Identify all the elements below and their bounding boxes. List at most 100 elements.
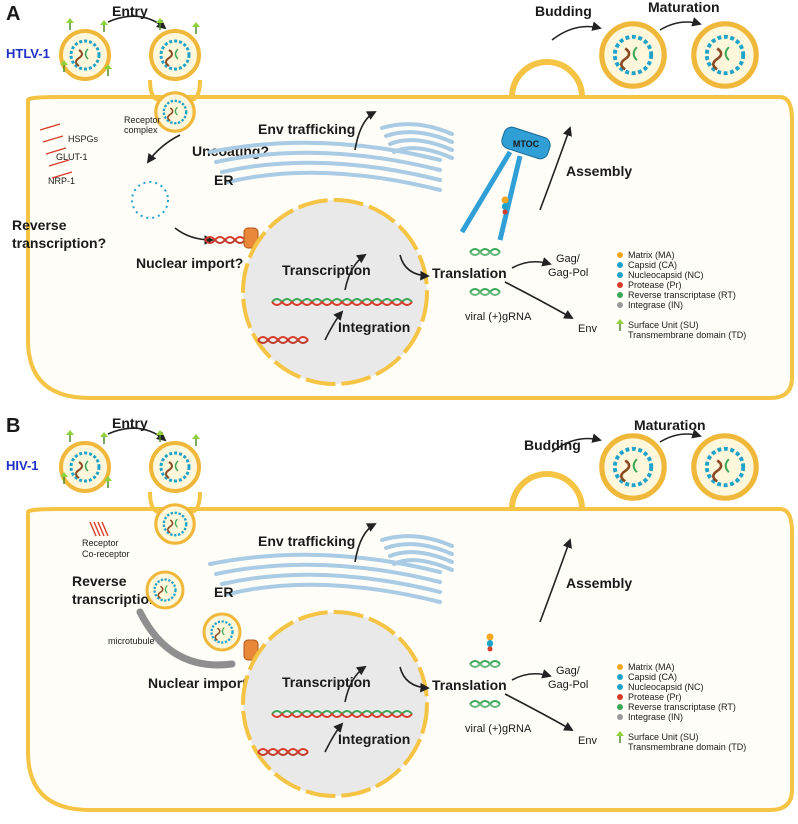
- mtoc-label: MTOC: [513, 139, 540, 149]
- golgi-cisterna: [388, 550, 454, 564]
- transcription-label: Transcription: [282, 262, 371, 278]
- rt-virion: [145, 570, 185, 610]
- er-cisterna: [208, 552, 442, 574]
- gag-label: Gag/: [556, 665, 581, 677]
- integration-arrow: [324, 310, 344, 341]
- env-legend-item: Transmembrane domain (TD): [628, 330, 746, 340]
- legend-item: Capsid (CA): [628, 260, 677, 270]
- env-legend-item: Transmembrane domain (TD): [628, 742, 746, 752]
- env-arrow: [504, 281, 574, 319]
- nucleus: [241, 610, 429, 798]
- env-spike: [155, 17, 165, 31]
- maturation-arrow: [659, 17, 702, 31]
- golgi-cisterna: [384, 542, 454, 556]
- legend-item: Reverse transcriptase (RT): [628, 290, 736, 300]
- uncoating-arrow: [146, 134, 181, 164]
- budded-virion: [602, 436, 664, 498]
- env-spike: [99, 19, 109, 33]
- budding-label: Budding: [535, 3, 592, 19]
- receptor-glyph: [101, 521, 109, 537]
- legend-swatch: [617, 664, 623, 670]
- panel-b: BHIV-1EntryReceptorCo-receptorReversetra…: [6, 415, 794, 812]
- budding-membrane: [509, 59, 585, 98]
- genomic-rna-strand-b: [469, 702, 501, 708]
- reverse-transcription-label: transcription: [72, 591, 158, 607]
- reverse-transcription-label: transcription?: [12, 235, 106, 251]
- receptor-glyph: [48, 159, 70, 167]
- env-spike: [191, 21, 201, 35]
- gag-arrow: [511, 669, 552, 681]
- reverse-transcription-label: Reverse: [72, 573, 127, 589]
- assembly-label: Assembly: [566, 575, 632, 591]
- to-translation-arrow: [399, 666, 430, 693]
- legend-swatch: [617, 704, 623, 710]
- er-cisterna: [220, 160, 442, 182]
- receptor-glyph: [45, 147, 67, 155]
- legend-swatch: [617, 282, 623, 288]
- maturation-label: Maturation: [648, 0, 720, 15]
- panel-a: AHTLV-1EntryReceptorcomplexHSPGsGLUT-1NR…: [6, 0, 794, 400]
- er-cisterna: [226, 170, 442, 192]
- receptor-glyph: [97, 521, 105, 537]
- nuclear-pore: [243, 227, 259, 249]
- env-label: Env: [578, 735, 597, 747]
- legend-swatch: [617, 252, 623, 258]
- env-legend-item: Surface Unit (SU): [628, 320, 699, 330]
- endocytosed-virion: [154, 91, 196, 133]
- transcription-arrow: [344, 665, 367, 703]
- er-cisterna: [226, 582, 442, 604]
- nucleus: [241, 198, 429, 386]
- golgi-cisterna: [384, 130, 454, 144]
- env-spike: [99, 431, 109, 445]
- legend-swatch: [617, 684, 623, 690]
- transported-virion: [202, 612, 242, 652]
- receptor-label: Receptor: [124, 115, 161, 125]
- assembly-label: Assembly: [566, 163, 632, 179]
- to-translation-arrow: [399, 254, 430, 281]
- legend-swatch: [617, 302, 623, 308]
- nuclear-import-label: Nuclear import: [148, 675, 247, 691]
- golgi-cisterna: [392, 146, 454, 160]
- endocytosed-virion: [154, 503, 196, 545]
- transcription-label: Transcription: [282, 674, 371, 690]
- genomic-rna-strand-b: [469, 290, 501, 296]
- legend-swatch: [617, 674, 623, 680]
- mtoc: [501, 126, 551, 160]
- legend-swatch: [617, 262, 623, 268]
- legend-item: Integrase (IN): [628, 712, 683, 722]
- microtubule-a: [459, 150, 513, 234]
- legend-item: Reverse transcriptase (RT): [628, 702, 736, 712]
- nrp1-label: NRP-1: [48, 176, 75, 186]
- budding-arrow: [551, 21, 602, 41]
- entry-label: Entry: [112, 3, 148, 19]
- er-cisterna: [214, 562, 442, 584]
- legend-swatch: [617, 714, 623, 720]
- env-trafficking-arrow: [354, 523, 377, 563]
- maturation-arrow: [659, 429, 702, 443]
- entry-virion-2: [149, 441, 201, 493]
- mrna-strand-b: [469, 662, 501, 668]
- gag-protein: [486, 633, 494, 652]
- er-label: ER: [214, 584, 233, 600]
- proviral-dna-strand-a: [257, 748, 309, 754]
- assembly-arrow: [539, 126, 572, 211]
- genomic-rna-strand-a: [469, 700, 501, 706]
- golgi-cisterna: [380, 122, 454, 136]
- gag-pol-label: Gag-Pol: [548, 679, 588, 691]
- entry-virion-1: [59, 441, 111, 493]
- golgi-cisterna: [388, 138, 454, 152]
- host-dna-strand-b: [271, 712, 413, 718]
- mrna-strand-b: [469, 250, 501, 256]
- mature-virion: [694, 24, 756, 86]
- microtubule-b: [497, 155, 523, 241]
- reverse-transcription-arrow: [174, 227, 214, 245]
- host-dna-strand-b: [271, 300, 413, 306]
- env-trafficking-arrow: [354, 111, 377, 151]
- receptor-glyph: [93, 521, 101, 537]
- env-trafficking-label: Env trafficking: [258, 121, 355, 137]
- proviral-dna-strand-b: [257, 338, 309, 344]
- receptor-glyph: [51, 171, 73, 179]
- er-cisterna: [220, 572, 442, 594]
- mrna-strand-a: [469, 660, 501, 666]
